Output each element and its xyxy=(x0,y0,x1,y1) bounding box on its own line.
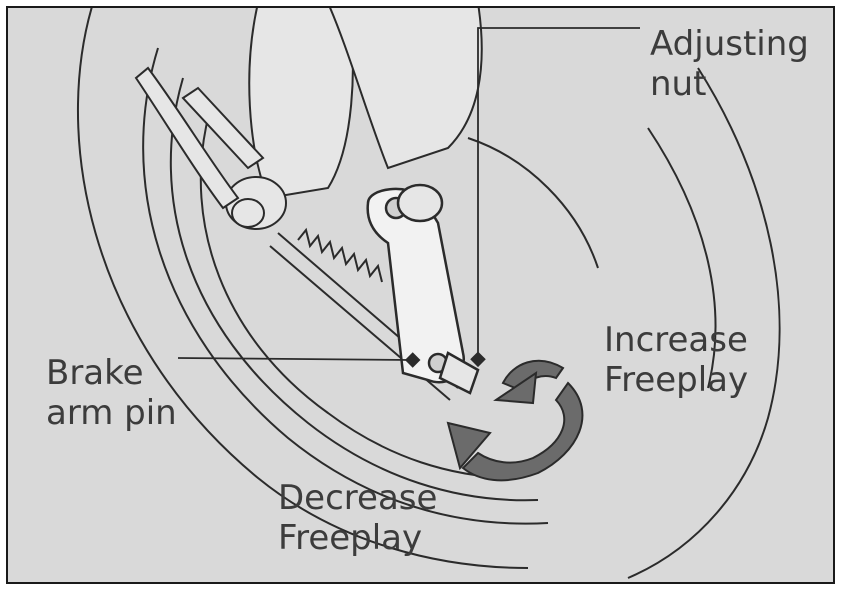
axle-cap xyxy=(232,199,264,227)
diagram-frame: Adjusting nut Increase Freeplay Brake ar… xyxy=(6,6,835,584)
adjusting-nut-label-line2: nut xyxy=(650,64,706,104)
decrease-freeplay-label-line2: Freeplay xyxy=(278,518,422,558)
increase-freeplay-label-line2: Freeplay xyxy=(604,360,748,400)
adjusting-nut-label-line1: Adjusting xyxy=(650,24,809,64)
increase-freeplay-label-line1: Increase xyxy=(604,320,748,360)
fork-leg xyxy=(249,8,353,198)
decrease-freeplay-label-line1: Decrease xyxy=(278,478,437,518)
brake-arm-pin-label-line2: arm pin xyxy=(46,393,177,433)
camshaft-boss xyxy=(398,185,442,221)
brake-arm-pin-label-line1: Brake xyxy=(46,353,144,393)
